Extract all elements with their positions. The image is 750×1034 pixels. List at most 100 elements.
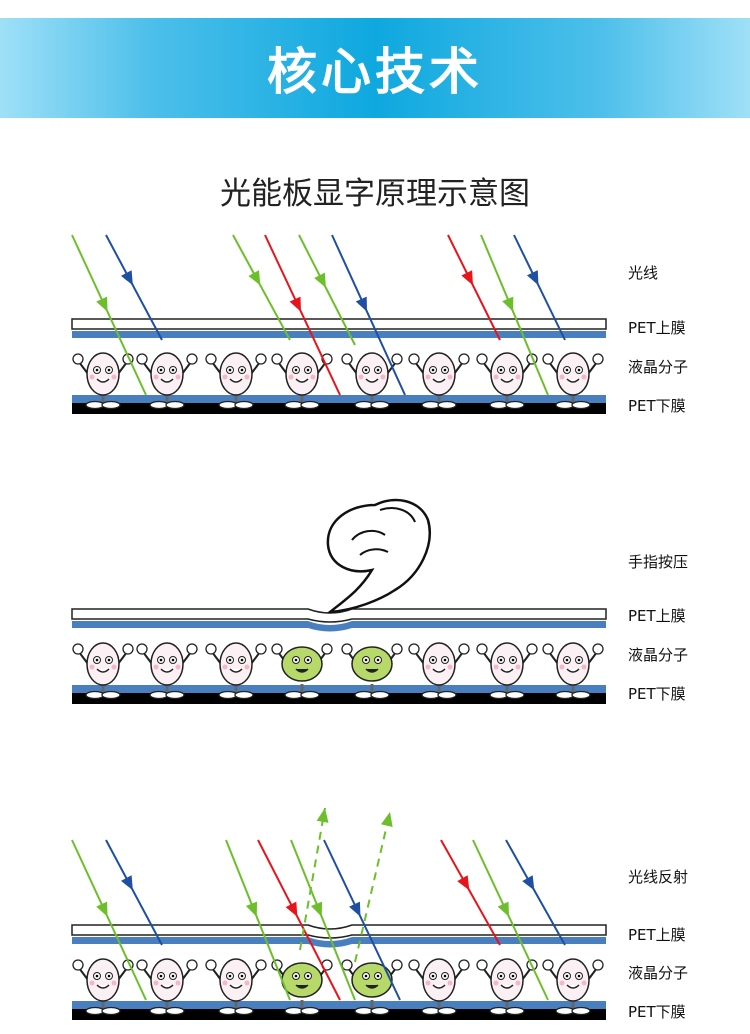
pet-top-film	[71, 318, 607, 330]
label-pet-top: PET上膜	[628, 319, 686, 337]
cheek	[153, 374, 159, 380]
ray-line	[71, 234, 147, 396]
foot	[370, 690, 390, 700]
hand	[205, 353, 217, 365]
pet-bottom-black-layer	[72, 403, 606, 414]
header-banner: 核心技术	[0, 18, 750, 118]
arrowhead	[380, 812, 393, 827]
cheek	[559, 374, 565, 380]
mouth	[365, 378, 379, 383]
label-liquid-crystal: 液晶分子	[628, 646, 689, 664]
foot	[101, 690, 121, 700]
foot	[555, 1006, 575, 1016]
pressed-molecule	[341, 643, 403, 700]
pupil	[511, 368, 515, 372]
molecule-body	[422, 642, 456, 686]
mouth	[229, 378, 243, 383]
pupil	[228, 658, 232, 662]
liquid-crystal-molecule	[408, 642, 470, 700]
ray-line	[299, 807, 326, 951]
mouth	[500, 668, 514, 673]
cheek	[175, 374, 181, 380]
arrowhead	[314, 272, 326, 288]
arrowhead	[285, 901, 298, 917]
pupil	[511, 658, 515, 662]
foot	[165, 400, 185, 410]
arrowhead	[289, 296, 301, 312]
foot	[354, 1006, 374, 1016]
ray-line	[323, 839, 401, 1001]
molecule-body	[86, 958, 120, 1002]
cheek	[111, 664, 117, 670]
hand	[391, 959, 403, 971]
pupil	[364, 658, 368, 662]
hand	[271, 643, 283, 655]
arrowhead	[526, 270, 539, 286]
foot	[571, 1006, 591, 1016]
pupil	[107, 658, 111, 662]
label-pet-bottom: PET下膜	[628, 1003, 686, 1021]
pupil	[159, 974, 163, 978]
mouth	[295, 984, 309, 989]
foot	[300, 1006, 320, 1016]
liquid-crystal-molecule	[476, 642, 538, 700]
hand	[458, 643, 470, 655]
arrowhead	[457, 875, 470, 891]
foot	[218, 1006, 238, 1016]
hand	[592, 353, 604, 365]
ray-line	[225, 839, 291, 1001]
hand	[271, 353, 283, 365]
mouth	[96, 668, 110, 673]
mouth	[566, 378, 580, 383]
molecule-body	[556, 642, 590, 686]
pupil	[511, 974, 515, 978]
cheek	[515, 664, 521, 670]
cheek	[111, 980, 117, 986]
foot	[505, 1006, 525, 1016]
liquid-crystal-molecule	[72, 958, 134, 1016]
pupil	[228, 974, 232, 978]
ray-line	[505, 839, 566, 946]
molecule-body	[219, 352, 253, 396]
pupil	[240, 368, 244, 372]
cheek	[493, 374, 499, 380]
molecule-body	[285, 352, 319, 396]
light-ray	[71, 839, 147, 1001]
pressed-molecule	[271, 643, 333, 700]
mouth	[229, 668, 243, 673]
molecule-body	[490, 642, 524, 686]
foot	[571, 400, 591, 410]
hand	[122, 643, 134, 655]
pet-bottom-black-layer	[72, 1009, 606, 1020]
cheek	[153, 980, 159, 986]
light-ray	[290, 839, 356, 1001]
liquid-crystal-molecule	[271, 352, 333, 410]
mouth	[160, 984, 174, 989]
foot	[437, 690, 457, 700]
cheek	[515, 374, 521, 380]
light-ray	[505, 839, 566, 946]
label-pet-bottom: PET下膜	[628, 397, 686, 415]
pupil	[431, 368, 435, 372]
cheek	[493, 664, 499, 670]
hand	[136, 353, 148, 365]
mouth	[566, 668, 580, 673]
finger-hand-icon	[326, 498, 431, 614]
cheek	[358, 374, 364, 380]
liquid-crystal-molecule	[136, 352, 198, 410]
light-ray	[299, 807, 329, 951]
foot	[437, 1006, 457, 1016]
cheek	[244, 980, 250, 986]
hand	[255, 959, 267, 971]
liquid-crystal-molecule	[542, 958, 604, 1016]
molecule-body	[490, 958, 524, 1002]
pupil	[577, 368, 581, 372]
foot	[234, 1006, 254, 1016]
cheek	[515, 980, 521, 986]
label-pet-bottom: PET下膜	[628, 685, 686, 703]
pupil	[376, 658, 380, 662]
foot	[421, 400, 441, 410]
molecule-body	[422, 958, 456, 1002]
ray-line	[513, 234, 566, 341]
